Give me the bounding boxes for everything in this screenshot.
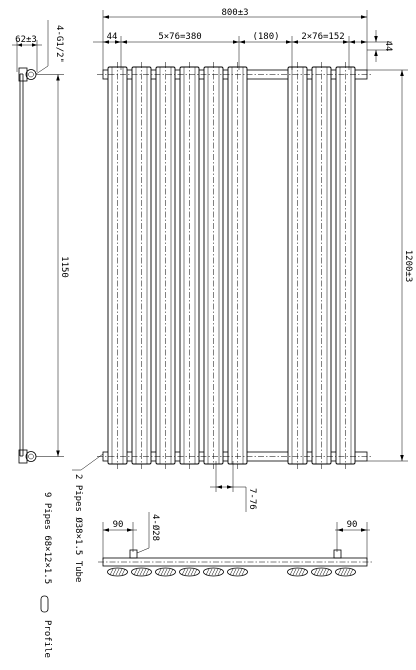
right-wall-bracket	[333, 549, 342, 559]
panel-pitch-dimension: 7-76	[210, 461, 257, 512]
radiator-panel	[335, 62, 356, 469]
connections-label: 4-G1/2"	[54, 25, 64, 63]
radiator-panel	[131, 62, 152, 469]
plan-panel-section	[227, 567, 248, 577]
bottom-left-label: 90	[113, 520, 124, 530]
radiator-panel	[287, 62, 308, 469]
bottom-holes-label: 4-Ø28	[150, 514, 161, 541]
front-view	[97, 62, 372, 469]
plan-panel-section	[335, 567, 356, 577]
profile-note: 9 Pipes 68×12×1.5 Profile	[40, 492, 52, 658]
group-right-label: 2×76=152	[301, 32, 344, 42]
radiator-panel	[155, 62, 176, 469]
plan-panel-section	[179, 567, 200, 577]
pipes-note: 2 Pipes Ø38×1.5 Tube	[72, 453, 104, 582]
side-view: 62±3 4-G1/2" 1150	[12, 20, 69, 464]
centre-height-label: 1150	[59, 256, 69, 278]
plan-panel-section	[155, 567, 176, 577]
radiator-panel	[203, 62, 224, 469]
top-bracket	[18, 67, 28, 82]
bottom-connection-port	[25, 451, 37, 462]
profile-label: Profile	[42, 620, 52, 658]
group-left-label: 5×76=380	[158, 32, 201, 42]
gap-label: (180)	[252, 32, 279, 42]
radiator-panel	[227, 62, 248, 469]
radiator-panel	[311, 62, 332, 469]
profile-symbol	[40, 595, 49, 613]
profile-note-text: 9 Pipes 68×12×1.5	[42, 492, 52, 584]
plan-header-pipe	[102, 557, 368, 567]
pipes-note-text: 2 Pipes Ø38×1.5 Tube	[73, 474, 84, 582]
bottom-right-label: 90	[347, 520, 358, 530]
left-wall-bracket	[129, 549, 138, 559]
overall-height-label: 1200±3	[403, 250, 413, 283]
radiator-panel	[107, 62, 128, 469]
panel-pitch-label: 7-76	[247, 488, 257, 510]
right-margin-label: 44	[383, 41, 393, 52]
top-connection-port	[25, 69, 37, 80]
left-margin-label: 44	[107, 32, 118, 42]
plan-panel-section	[203, 567, 224, 577]
side-depth-label: 62±3	[15, 35, 37, 45]
plan-panel-section	[287, 567, 308, 577]
height-dimension: 1200±3	[367, 69, 413, 462]
plan-panel-section	[131, 567, 152, 577]
plan-panel-section	[107, 567, 128, 577]
top-dimensions: 800±3 44 5×76=380 (180) 2×76=152 44	[93, 8, 393, 70]
radiator-panel	[179, 62, 200, 469]
plan-panel-section	[311, 567, 332, 577]
bottom-bracket	[18, 449, 28, 464]
overall-width-label: 800±3	[221, 8, 248, 18]
bottom-plan-view: 90 4-Ø28 90	[98, 512, 372, 577]
